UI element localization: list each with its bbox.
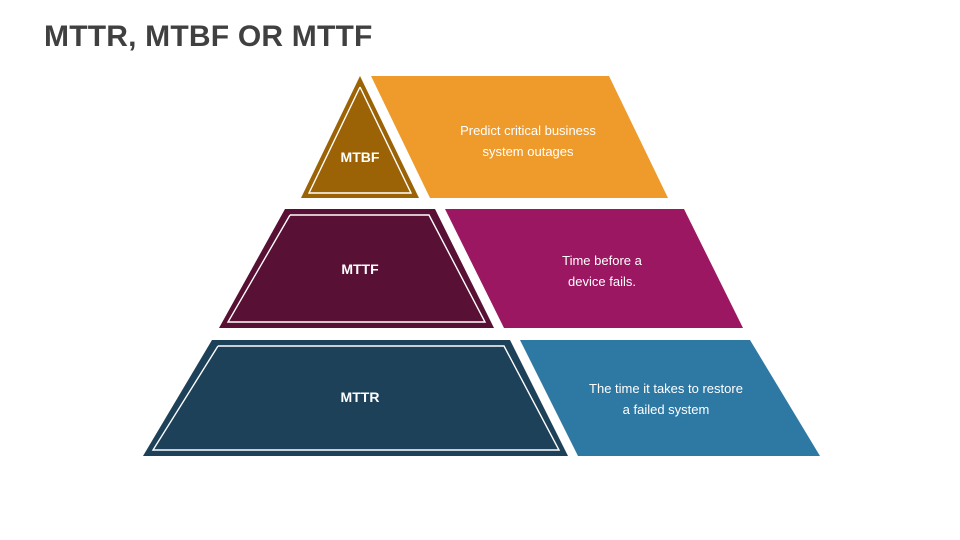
tier-mttf-inner-outline: [226, 214, 487, 323]
tier-mttr-shape[interactable]: [143, 340, 568, 456]
tier-mtbf-description-line1: Predict critical business: [460, 123, 596, 138]
tier-mttf-description-line1: Time before a: [562, 253, 642, 268]
tier-mttr-description-line1: The time it takes to restore: [589, 381, 743, 396]
tier-mttr-inner-outline: [151, 345, 561, 451]
tier-mtbf-callout[interactable]: [371, 76, 668, 198]
tier-mttr-description-line2: a failed system: [623, 402, 710, 417]
tier-mttf-callout[interactable]: [445, 209, 743, 328]
tier-mtbf-label: MTBF: [341, 149, 380, 165]
tier-mtbf-description-line2: system outages: [482, 144, 574, 159]
tier-mttr-callout[interactable]: [520, 340, 820, 456]
tier-mttf-shape[interactable]: [219, 209, 494, 328]
tier-mttf-description-line2: device fails.: [568, 274, 636, 289]
tier-mtbf-inner-outline: [307, 86, 413, 194]
pyramid-tier-mttr[interactable]: MTTR The time it takes to restore a fail…: [143, 340, 820, 456]
page-title: MTTR, MTBF OR MTTF: [44, 20, 373, 53]
tier-mtbf-shape[interactable]: [301, 76, 419, 198]
tier-mttf-label: MTTF: [341, 261, 379, 277]
pyramid-tier-mttf[interactable]: MTTF Time before a device fails.: [219, 209, 743, 328]
pyramid-tier-mtbf[interactable]: MTBF Predict critical business system ou…: [301, 76, 668, 198]
tier-mttr-label: MTTR: [341, 389, 380, 405]
